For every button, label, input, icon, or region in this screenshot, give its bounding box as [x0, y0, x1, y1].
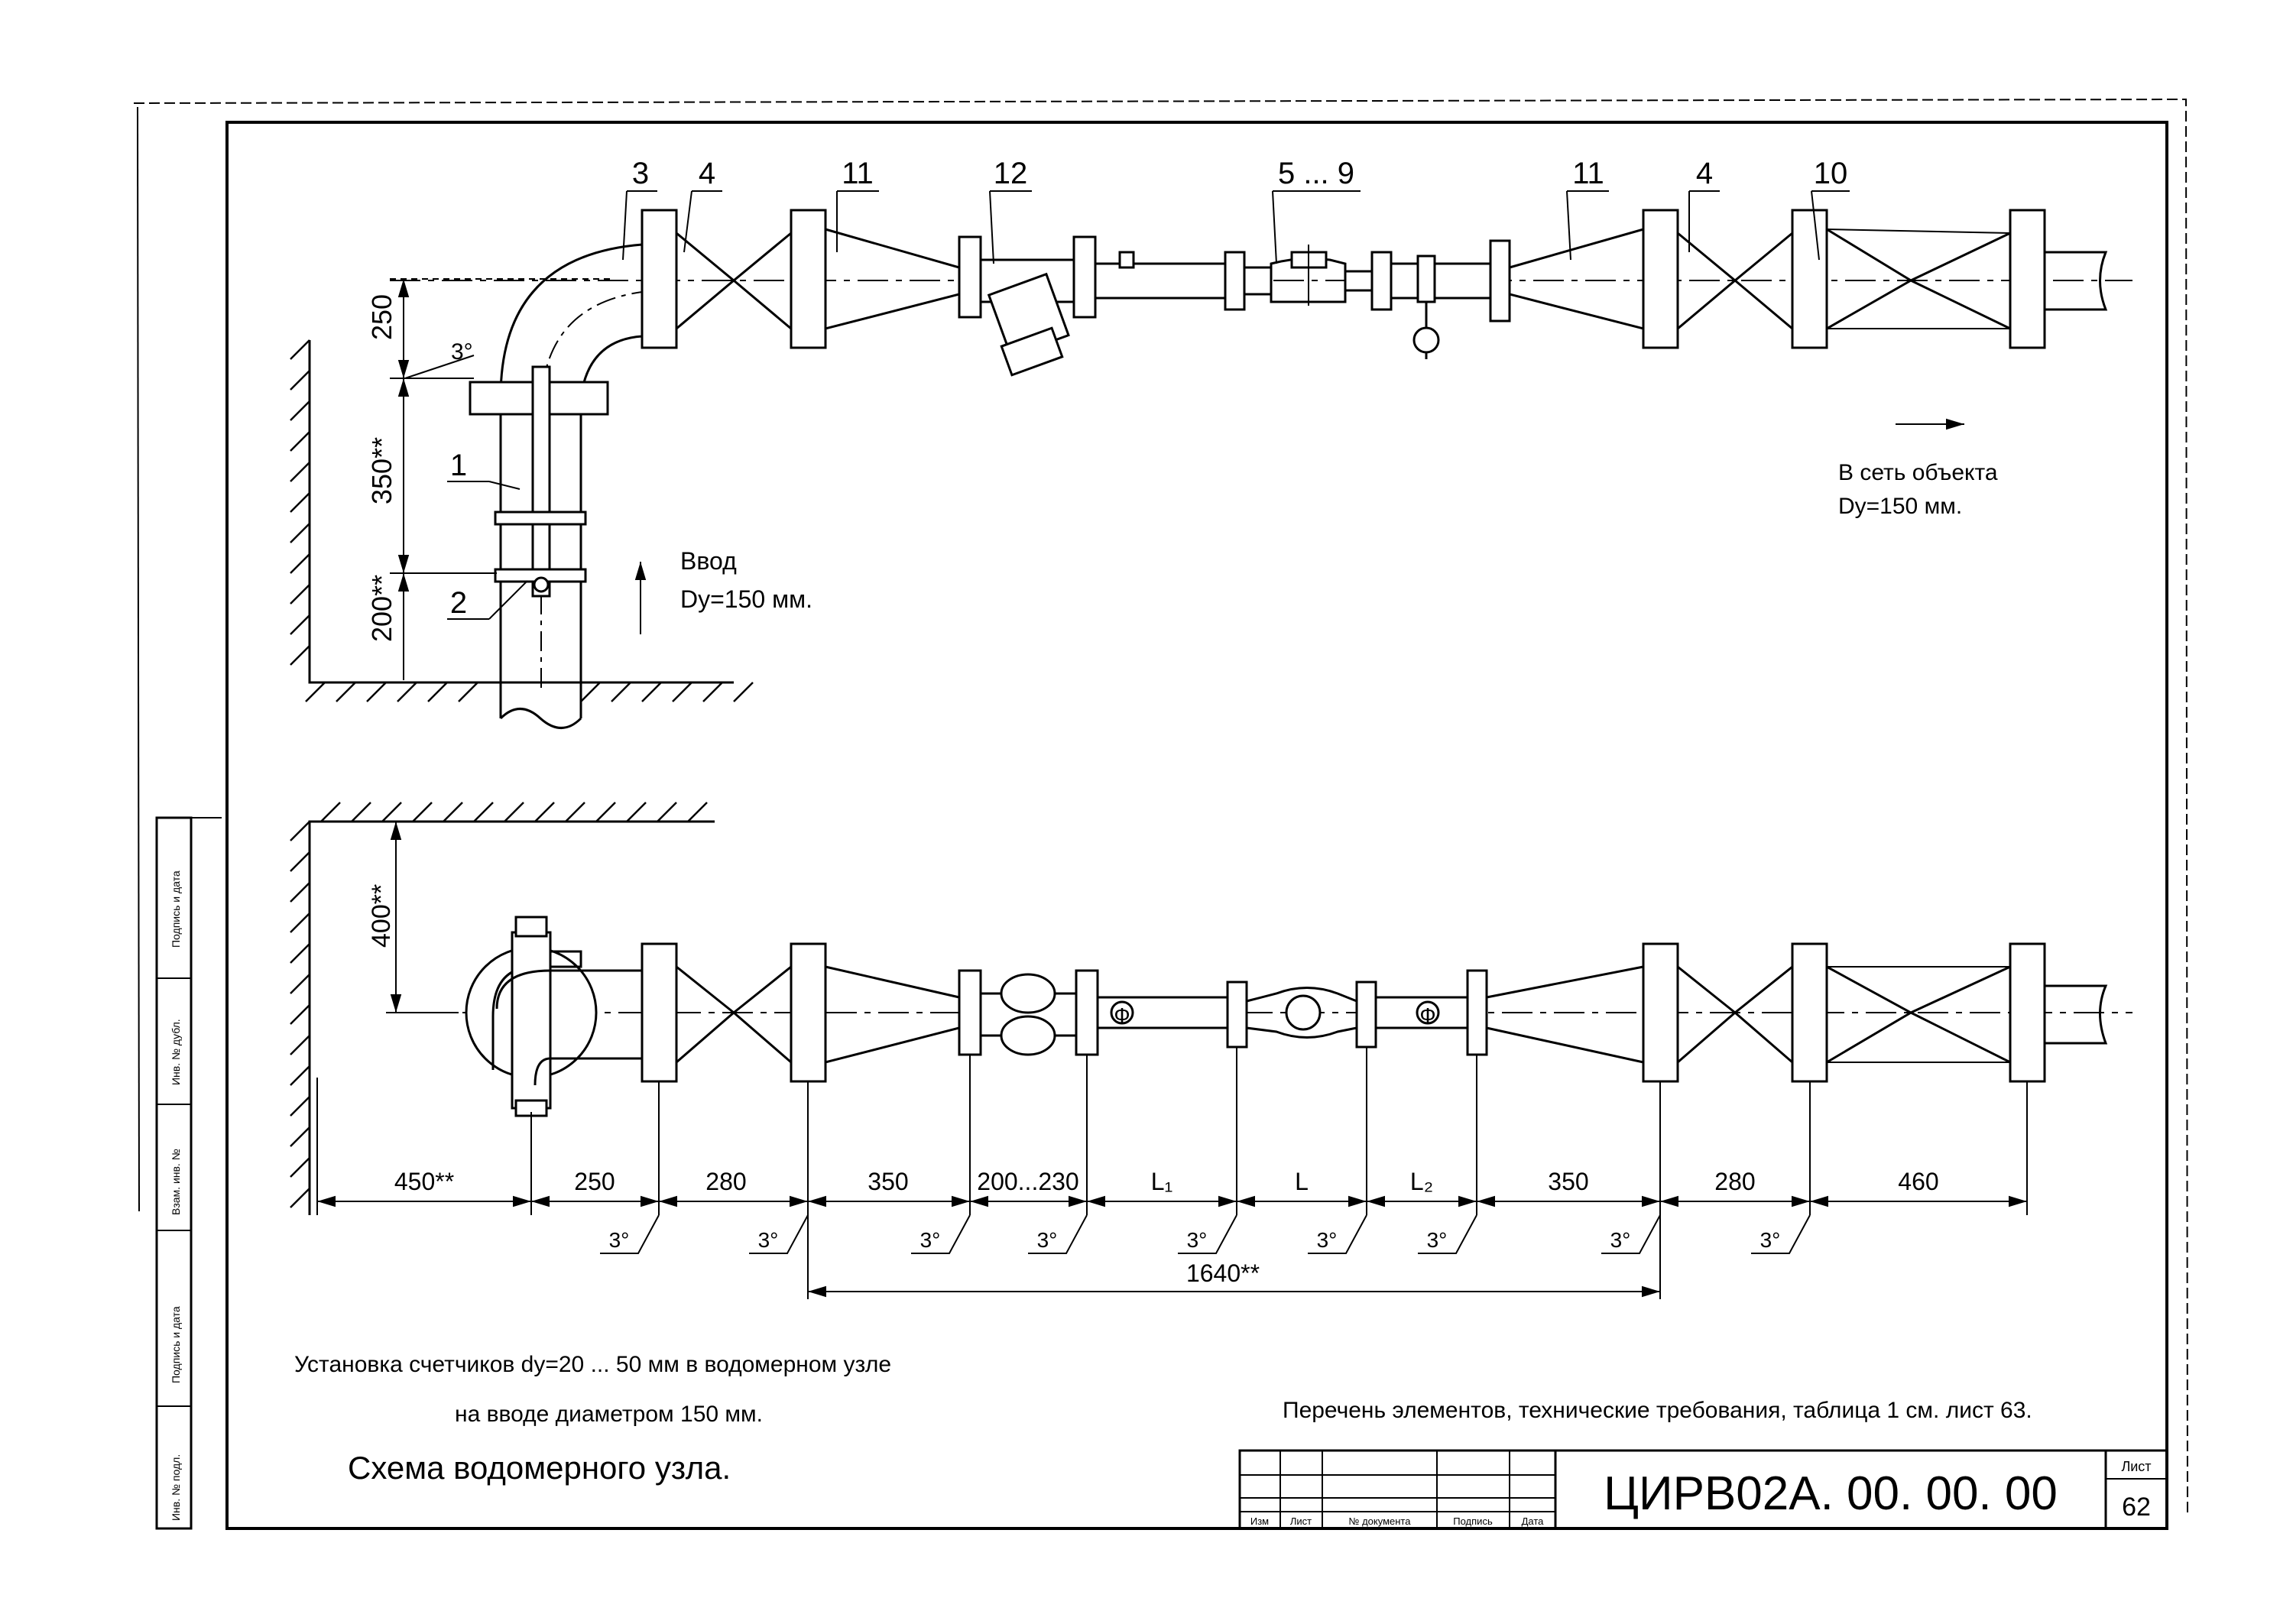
scheme-title: Схема водомерного узла.	[348, 1450, 731, 1486]
dim-l2: L₂	[1410, 1168, 1433, 1195]
side-view-elevation: 400**	[290, 802, 2132, 1299]
tb-col-document: № документа	[1349, 1515, 1412, 1527]
dimension-chain: 450** 250 280 350 200...230 L₁ L L₂ 350 …	[317, 1168, 2027, 1207]
angle-3deg-top: 3°	[451, 339, 473, 365]
leader-10: 10	[1814, 157, 1848, 190]
leader-3: 3	[632, 157, 649, 190]
inlet-diameter: Dy=150 мм.	[680, 585, 812, 613]
dim-l1: L₁	[1151, 1168, 1173, 1195]
tb-col-list: Лист	[1290, 1515, 1312, 1527]
flow-symbol-2: Ф	[1419, 1003, 1435, 1027]
reference-note: Перечень элементов, технические требован…	[1283, 1398, 2032, 1423]
document-designation: ЦИРВ02А. 00. 00. 00	[1604, 1467, 2058, 1520]
dim-450: 450**	[394, 1168, 454, 1195]
dimension-extension-lines	[316, 1047, 2028, 1299]
outlet-annotation: В сеть объекта Dy=150 мм.	[1838, 418, 1998, 519]
inlet-annotation: Ввод Dy=150 мм.	[634, 547, 812, 634]
dim-250-vertical: 250	[366, 294, 397, 340]
wall-hatching-top	[290, 339, 754, 702]
dim-280-left: 280	[705, 1168, 746, 1195]
slope-3: 3°	[920, 1228, 941, 1252]
slope-2: 3°	[758, 1228, 779, 1252]
dim-350-vertical: 350**	[366, 437, 397, 504]
leader-11: 11	[842, 157, 874, 190]
flow-symbol-1: Ф	[1114, 1003, 1130, 1027]
slope-marks	[600, 1214, 1811, 1254]
dim-280-right: 280	[1714, 1168, 1755, 1195]
title-block: Изм Лист № документа Подпись Дата ЦИРВ02…	[1238, 1449, 2168, 1530]
dim-400-vertical: 400**	[367, 884, 396, 948]
slope-5: 3°	[1187, 1228, 1208, 1252]
top-pipeline	[390, 209, 2132, 377]
top-leader-labels: 3 4 11 12 5 ... 9 11 4 10 1 2	[450, 157, 1847, 620]
sheet-label: Лист	[2121, 1459, 2151, 1474]
stamp-field-3: Взам. инв. №	[170, 1149, 182, 1215]
dim-350-left: 350	[868, 1168, 908, 1195]
dim-l: L	[1295, 1168, 1309, 1195]
leader-4: 4	[699, 157, 715, 190]
stamp-field-1: Подпись и дата	[170, 870, 182, 948]
tb-col-izm: Изм	[1250, 1515, 1269, 1527]
sheet-frame	[133, 98, 2188, 1530]
sheet-number: 62	[2122, 1493, 2151, 1522]
dim-250: 250	[574, 1168, 615, 1195]
inlet-label: Ввод	[680, 547, 737, 575]
leader-1: 1	[450, 449, 467, 482]
leader-11-right: 11	[1572, 157, 1604, 190]
top-vertical-dims: 250 350** 200** 3°	[366, 278, 611, 680]
dim-200-230: 200...230	[977, 1168, 1078, 1195]
inlet-riser-and-elbow	[469, 243, 644, 729]
tb-col-date: Дата	[1522, 1515, 1545, 1527]
dim-200-vertical: 200**	[366, 575, 397, 642]
caption-line-2: на вводе диаметром 150 мм.	[455, 1402, 763, 1427]
leader-2: 2	[450, 586, 467, 620]
leader-4-right: 4	[1696, 157, 1713, 190]
slope-9: 3°	[1760, 1228, 1781, 1252]
slope-7: 3°	[1427, 1228, 1448, 1252]
tb-col-signature: Подпись	[1453, 1515, 1493, 1527]
outlet-diameter: Dy=150 мм.	[1838, 494, 1962, 519]
top-view-plan: 3 4 11 12 5 ... 9 11 4 10 1 2 250 350** …	[290, 157, 2132, 729]
caption-line-1: Установка счетчиков dy=20 ... 50 мм в во…	[294, 1352, 891, 1377]
slope-8: 3°	[1610, 1228, 1631, 1252]
leader-5-9: 5 ... 9	[1278, 157, 1354, 190]
side-pipeline	[462, 916, 2132, 1117]
slope-1: 3°	[609, 1228, 630, 1252]
captions: Установка счетчиков dy=20 ... 50 мм в во…	[294, 1352, 2032, 1486]
leader-12: 12	[994, 157, 1028, 190]
dim-350-right: 350	[1548, 1168, 1588, 1195]
wall-hatching-side	[290, 802, 715, 1215]
stamp-field-2: Инв. № дубл.	[170, 1019, 182, 1085]
dim-460: 460	[1898, 1168, 1938, 1195]
slope-4: 3°	[1037, 1228, 1058, 1252]
stamp-field-5: Инв. № подл.	[170, 1454, 182, 1521]
slope-6: 3°	[1317, 1228, 1338, 1252]
dim-1640-total: 1640**	[1186, 1259, 1260, 1287]
slope-labels: 3° 3° 3° 3° 3° 3° 3° 3° 3°	[609, 1228, 1781, 1252]
side-stamp: Подпись и дата Инв. № дубл. Взам. инв. №…	[155, 816, 222, 1530]
outlet-label: В сеть объекта	[1838, 460, 1998, 485]
top-leaders	[447, 190, 1850, 620]
stamp-field-4: Подпись и дата	[170, 1306, 182, 1383]
